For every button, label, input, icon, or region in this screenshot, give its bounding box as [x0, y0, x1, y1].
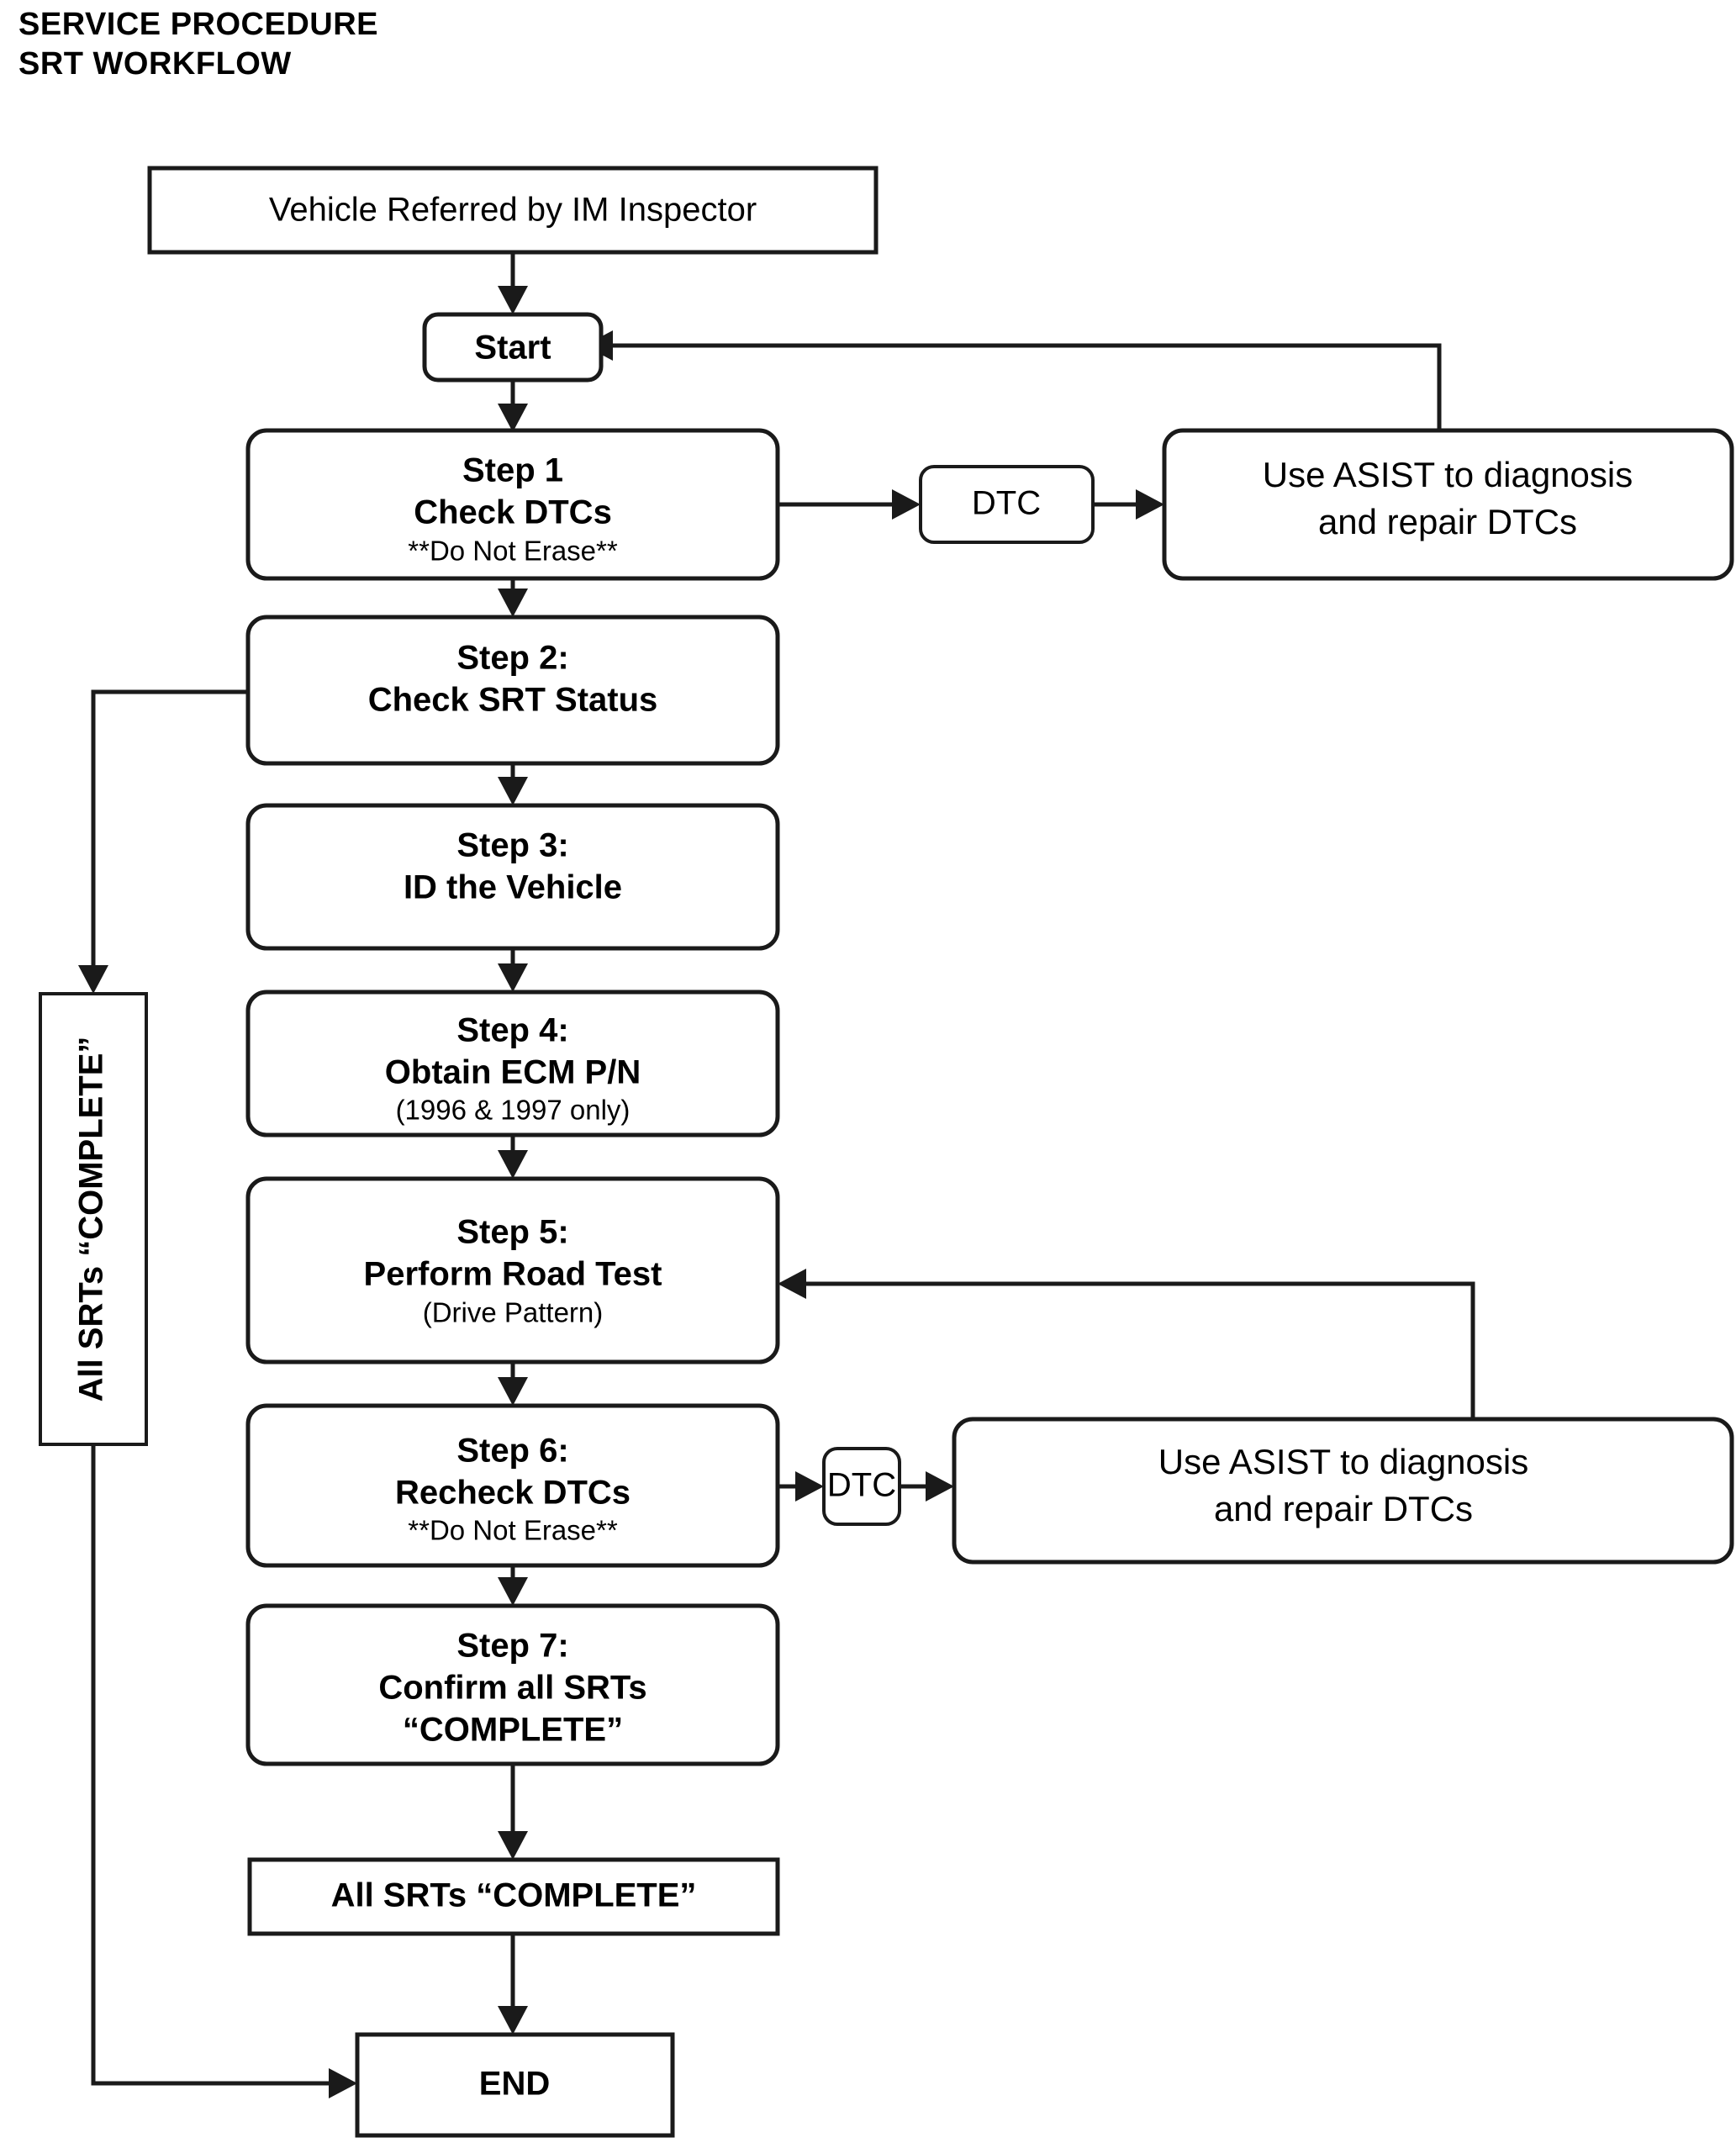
node-dtc-1-label: DTC: [972, 485, 1041, 522]
page-title-service-procedure: SERVICE PROCEDURE: [18, 7, 379, 42]
edge-dtc1-to-asist1: [1093, 489, 1164, 520]
node-step2-line2: Check SRT Status: [368, 682, 658, 719]
node-step6[interactable]: Step 6: Recheck DTCs **Do Not Erase**: [245, 1403, 780, 1568]
node-asist-1[interactable]: Use ASIST to diagnosis and repair DTCs: [1162, 428, 1734, 581]
node-vehicle-referred[interactable]: Vehicle Referred by IM Inspector: [147, 166, 879, 255]
node-all-srts-complete-vertical-label: All SRTs “COMPLETE”: [73, 1037, 110, 1402]
edge-step2-to-vertical-box: [78, 689, 248, 994]
node-all-srts-complete[interactable]: All SRTs “COMPLETE”: [247, 1857, 780, 1936]
edge-allsrts-to-end: [498, 1934, 528, 2035]
node-start-label: Start: [474, 330, 551, 367]
connectors-layer: [78, 252, 1475, 2098]
node-step1-line1: Step 1: [462, 452, 563, 489]
node-step4-line1: Step 4:: [456, 1012, 568, 1049]
node-step2-line1: Step 2:: [456, 640, 568, 677]
edge-step6-to-dtc2: [778, 1471, 824, 1502]
node-step7[interactable]: Step 7: Confirm all SRTs “COMPLETE”: [245, 1603, 780, 1766]
node-step4[interactable]: Step 4: Obtain ECM P/N (1996 & 1997 only…: [245, 990, 780, 1137]
node-dtc-2[interactable]: DTC: [822, 1447, 901, 1526]
node-end[interactable]: END: [355, 2032, 675, 2138]
node-start[interactable]: Start: [422, 312, 604, 383]
edge-asist2-feedback-to-step5: [778, 1269, 1475, 1419]
edge-referral-to-start: [498, 252, 528, 314]
node-step6-line3: **Do Not Erase**: [408, 1515, 618, 1546]
node-step6-line1: Step 6:: [456, 1433, 568, 1470]
node-asist-2[interactable]: Use ASIST to diagnosis and repair DTCs: [952, 1417, 1734, 1565]
node-step3-line2: ID the Vehicle: [404, 869, 622, 906]
page-subtitle-srt-workflow: SRT WORKFLOW: [18, 46, 292, 82]
node-step4-line3: (1996 & 1997 only): [396, 1095, 631, 1126]
node-step3-line1: Step 3:: [456, 827, 568, 864]
node-asist-2-line1: Use ASIST to diagnosis: [1158, 1442, 1528, 1481]
node-step1-line2: Check DTCs: [414, 494, 612, 531]
node-step7-line2: Confirm all SRTs: [378, 1670, 646, 1707]
node-all-srts-complete-label: All SRTs “COMPLETE”: [331, 1877, 697, 1914]
edge-step1-to-dtc1: [778, 489, 921, 520]
node-dtc-2-label: DTC: [827, 1467, 896, 1504]
node-vehicle-referred-label: Vehicle Referred by IM Inspector: [269, 192, 757, 229]
edge-step1-to-step2: [498, 578, 528, 617]
edge-step2-to-step3: [498, 763, 528, 805]
edge-step5-to-step6: [498, 1362, 528, 1406]
edge-step6-to-step7: [498, 1565, 528, 1606]
node-step4-line2: Obtain ECM P/N: [385, 1054, 641, 1091]
edge-start-to-step1: [498, 380, 528, 432]
node-step5-line2: Perform Road Test: [364, 1256, 662, 1293]
node-step5-line1: Step 5:: [456, 1214, 568, 1251]
edge-vertical-box-to-end: [91, 1444, 357, 2098]
edge-dtc2-to-asist2: [900, 1471, 954, 1502]
edge-step7-to-allsrts: [498, 1764, 528, 1860]
node-end-label: END: [479, 2066, 550, 2103]
node-asist-1-line2: and repair DTCs: [1318, 502, 1577, 541]
node-asist-1-line1: Use ASIST to diagnosis: [1263, 455, 1633, 494]
edge-step3-to-step4: [498, 948, 528, 992]
node-all-srts-complete-vertical[interactable]: All SRTs “COMPLETE”: [39, 992, 148, 1446]
node-step1[interactable]: Step 1 Check DTCs **Do Not Erase**: [245, 428, 780, 581]
node-step6-line2: Recheck DTCs: [395, 1475, 631, 1512]
edge-asist1-feedback-to-start: [584, 330, 1442, 430]
node-step7-line1: Step 7:: [456, 1628, 568, 1665]
node-step3[interactable]: Step 3: ID the Vehicle: [245, 803, 780, 951]
node-dtc-1[interactable]: DTC: [919, 465, 1095, 544]
node-step7-line3: “COMPLETE”: [403, 1712, 623, 1749]
node-step5-line3: (Drive Pattern): [423, 1297, 604, 1328]
edge-step4-to-step5: [498, 1135, 528, 1179]
node-asist-2-line2: and repair DTCs: [1214, 1489, 1473, 1528]
node-step2[interactable]: Step 2: Check SRT Status: [245, 615, 780, 766]
node-step1-line3: **Do Not Erase**: [408, 536, 618, 567]
node-step5[interactable]: Step 5: Perform Road Test (Drive Pattern…: [245, 1176, 780, 1364]
